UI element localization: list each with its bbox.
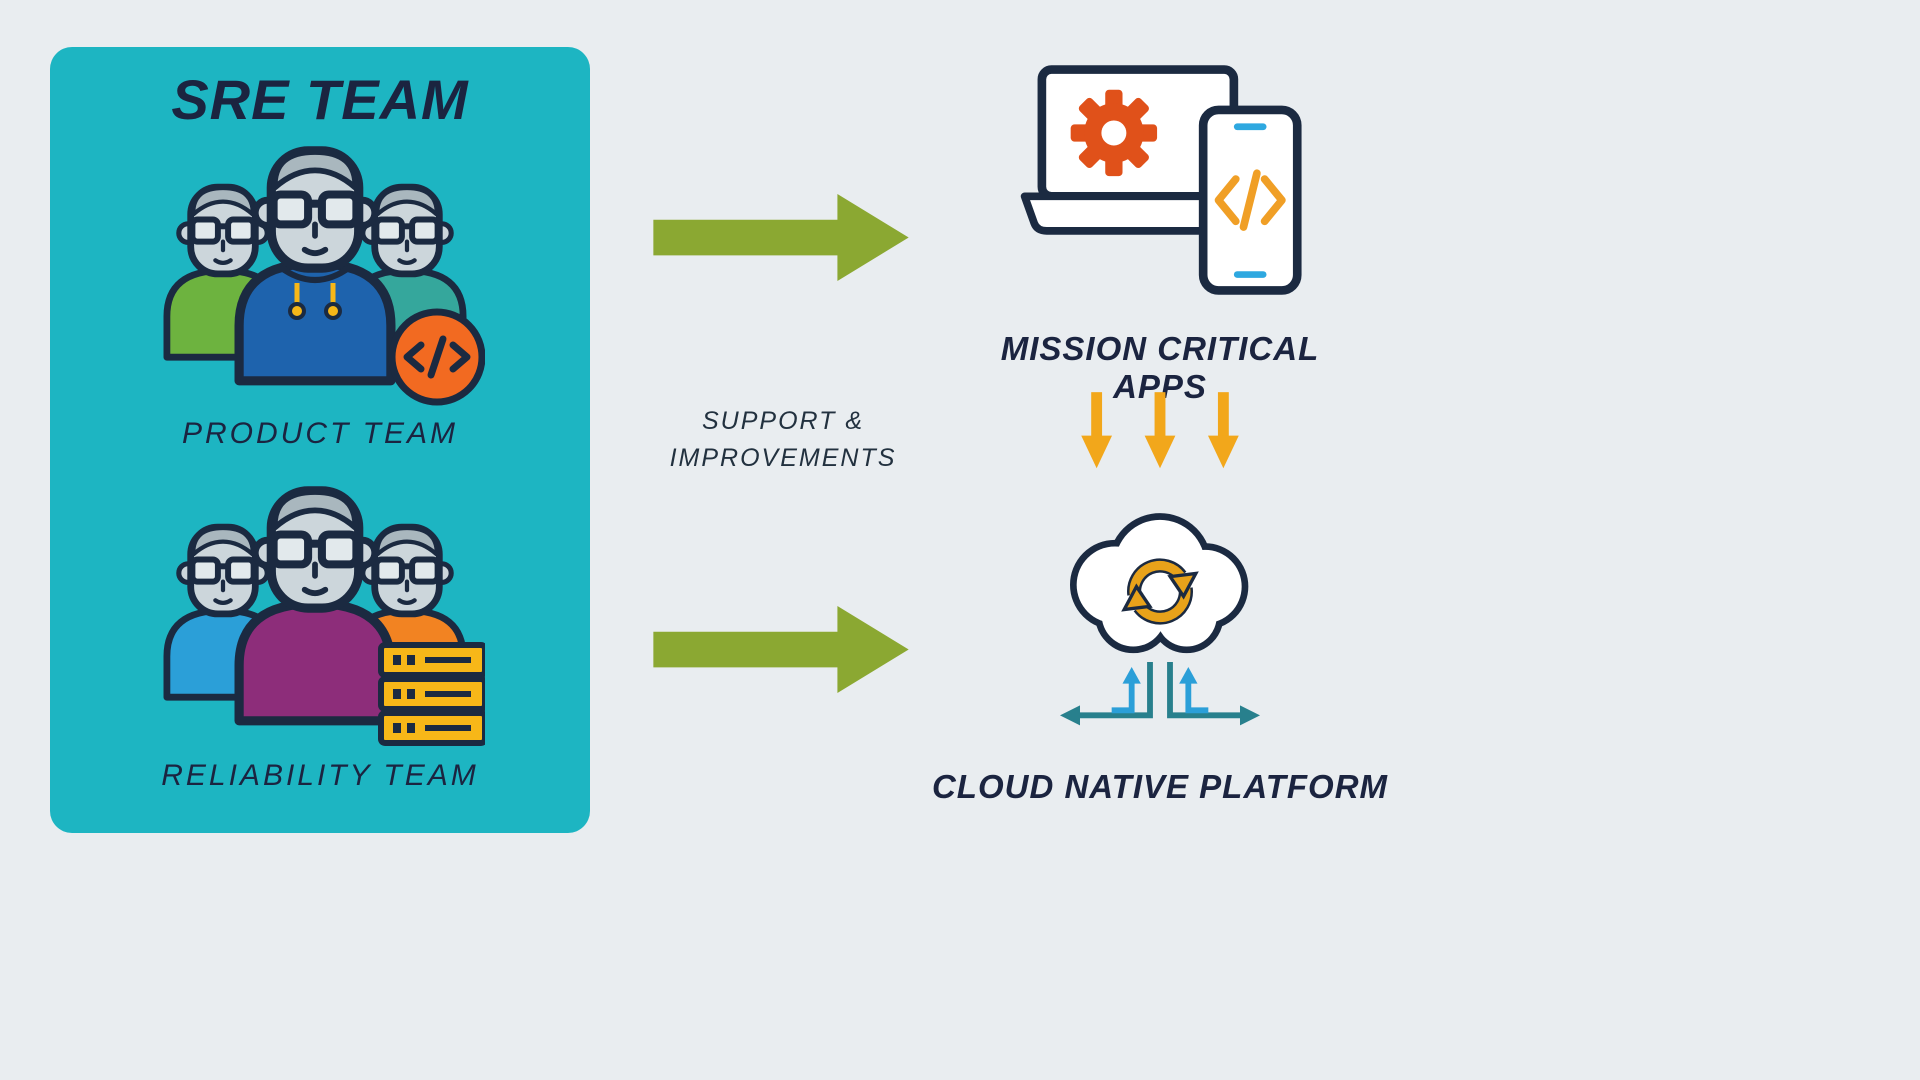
support-line-1: SUPPORT & [701,407,865,435]
sre-team-title: SRE TEAM [171,68,469,131]
gear-icon [1070,89,1158,177]
network-arrows-icon [1035,662,1285,737]
laptop-phone-icon [1015,60,1303,300]
support-line-2: IMPROVEMENTS [669,444,897,472]
cloud-native-platform-label: CLOUD NATIVE PLATFORM [931,768,1389,805]
support-improvements-label: SUPPORT & IMPROVEMENTS [633,403,933,477]
flow-arrow-top-icon [653,190,911,285]
sre-team-panel: SRE TEAM [50,47,590,833]
cloud-sync-icon [1035,498,1285,665]
code-icon [1214,169,1286,231]
flow-arrow-bottom-icon [653,602,911,697]
down-arrows-icon [1074,392,1246,472]
product-team-icon [155,142,485,412]
code-badge-icon [388,308,485,406]
phone-icon [1198,105,1302,295]
reliability-team-icon [155,482,485,752]
product-team-label: PRODUCT TEAM [182,417,458,450]
sync-arrows-icon [1121,558,1199,625]
mission-critical-apps-label: MISSION CRITICAL APPS [1000,330,1320,405]
reliability-team-label: RELIABILITY TEAM [161,759,479,792]
server-stack-icon [378,642,485,746]
